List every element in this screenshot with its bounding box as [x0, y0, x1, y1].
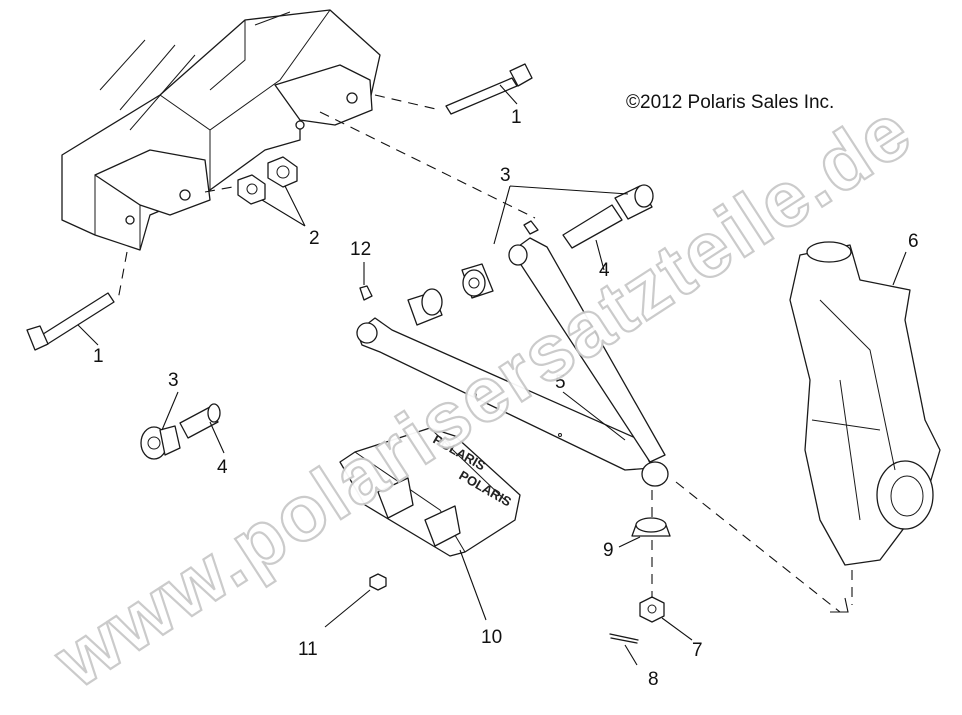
- callout-castle-nut: 7: [692, 640, 703, 661]
- spindle: [789, 241, 941, 566]
- callout-labels: 1 1 2 3 3 4 4 5 6 7 8 9 10 11 12: [93, 107, 919, 690]
- frame-nuts: [237, 156, 298, 205]
- callout-guard-screw: 11: [298, 639, 318, 660]
- callout-spindle: 6: [908, 231, 919, 252]
- bolt-top: [445, 63, 533, 115]
- a-arm-guard: POLARIS POLARIS: [339, 427, 521, 557]
- callout-nuts: 2: [309, 228, 320, 249]
- callout-bushing-left: 3: [168, 370, 179, 391]
- callout-sleeve-left: 4: [217, 457, 228, 478]
- assembly-lines: [117, 94, 853, 613]
- bolt-left: [26, 292, 115, 351]
- a-arm: [356, 237, 669, 487]
- guard-screw: [369, 573, 387, 591]
- callout-cotter-pin: 8: [648, 669, 659, 690]
- bushings-top: [359, 184, 654, 326]
- bushings-left: [140, 403, 221, 460]
- callout-ball-joint-cap: 9: [603, 540, 614, 561]
- ball-joint-parts: [609, 517, 671, 644]
- copyright-notice: ©2012 Polaris Sales Inc.: [626, 92, 834, 113]
- callout-a-arm: 5: [555, 372, 566, 393]
- callout-sleeve-top: 4: [599, 260, 610, 281]
- callout-bolt-top: 1: [511, 107, 522, 128]
- callout-bushing-top: 3: [500, 165, 511, 186]
- callout-grease-fitting: 12: [350, 239, 371, 260]
- leader-lines: [77, 84, 907, 666]
- frame-section: [61, 9, 381, 251]
- callout-bolt-left: 1: [93, 346, 104, 367]
- callout-guard: 10: [481, 627, 502, 648]
